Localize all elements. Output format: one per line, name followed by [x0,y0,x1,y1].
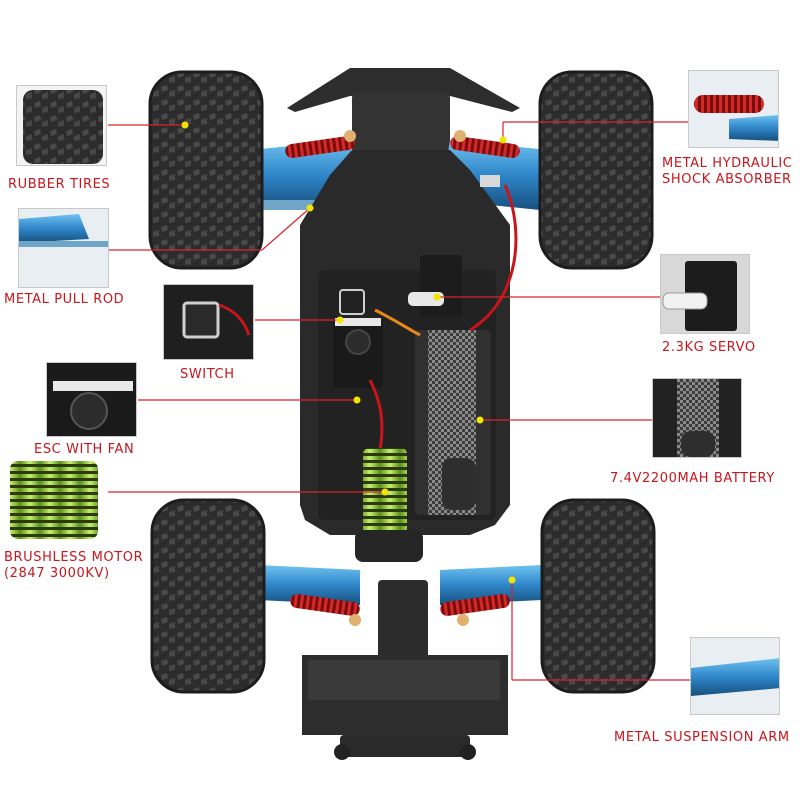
rear-right-shock [440,594,510,616]
label-brushless-motor: BRUSHLESS MOTOR [4,550,144,565]
shock-mount [349,614,361,626]
thumb-battery-art [653,379,741,457]
part-markers [181,121,516,584]
wheelie-wheel [460,744,476,760]
thumb-suspension-arm [690,637,780,715]
label-esc-with-fan: ESC WITH FAN [34,442,135,457]
label-suspension-arm: METAL SUSPENSION ARM [614,730,790,745]
thumb-switch [163,284,254,360]
front-left-shock [285,136,355,158]
thumb-brushless-motor [0,459,108,541]
thumb-shock-absorber-art [689,71,778,147]
battery-strap-tab [442,458,476,510]
rear-bulkhead [378,580,428,665]
shock-mount [344,130,356,142]
thumb-rubber-tires-art [23,90,103,164]
esc-fan [345,329,371,355]
front-left-tire [148,70,264,270]
shock-mount [454,130,466,142]
power-wire [469,184,518,332]
label-brushless-motor-spec: (2847 3000KV) [4,566,110,581]
servo-body [420,255,462,317]
shock-mount [457,614,469,626]
motor-wire [368,379,384,451]
wheelie-wheel [334,744,350,760]
thumb-esc-with-fan [46,362,137,437]
thumb-metal-pull-rod [18,208,109,288]
rear-left-tire [150,498,266,694]
label-shock-line1: METAL HYDRAULIC [662,156,793,171]
label-shock-line2: SHOCK ABSORBER [662,172,792,187]
label-battery: 7.4V2200MAH BATTERY [610,471,775,486]
thumb-rubber-tires [16,85,107,166]
wheelie-bar [340,735,470,757]
rear-right-tire [540,498,656,694]
thumb-servo-art [661,255,749,333]
thumb-metal-pull-rod-art [19,209,108,287]
leader-lines [108,121,690,681]
switch-unit [339,289,365,315]
rear-diff [355,530,423,562]
thumb-shock-absorber [688,70,779,148]
esc-band [335,318,381,326]
rear-wing-panel [308,660,500,700]
front-right-tire [538,70,654,270]
thumb-battery [652,378,742,458]
label-rubber-tires: RUBBER TIRES [8,177,111,192]
rear-left-arm [258,565,360,605]
thumb-servo [660,254,750,334]
front-bumper [287,68,520,112]
label-metal-pull-rod: METAL PULL ROD [4,292,125,307]
front-right-shock [450,136,520,158]
front-bulkhead [352,92,450,154]
label-switch: SWITCH [180,367,235,382]
rear-right-arm [440,565,542,605]
rear-left-shock [290,594,360,616]
thumb-brushless-motor-art [10,461,98,539]
thumb-switch-art [164,285,253,359]
thumb-esc-with-fan-art [47,363,136,436]
label-servo: 2.3KG SERVO [662,340,756,355]
thumb-suspension-arm-art [691,638,779,714]
signal-wire [374,308,421,337]
battery-connector [480,175,500,187]
